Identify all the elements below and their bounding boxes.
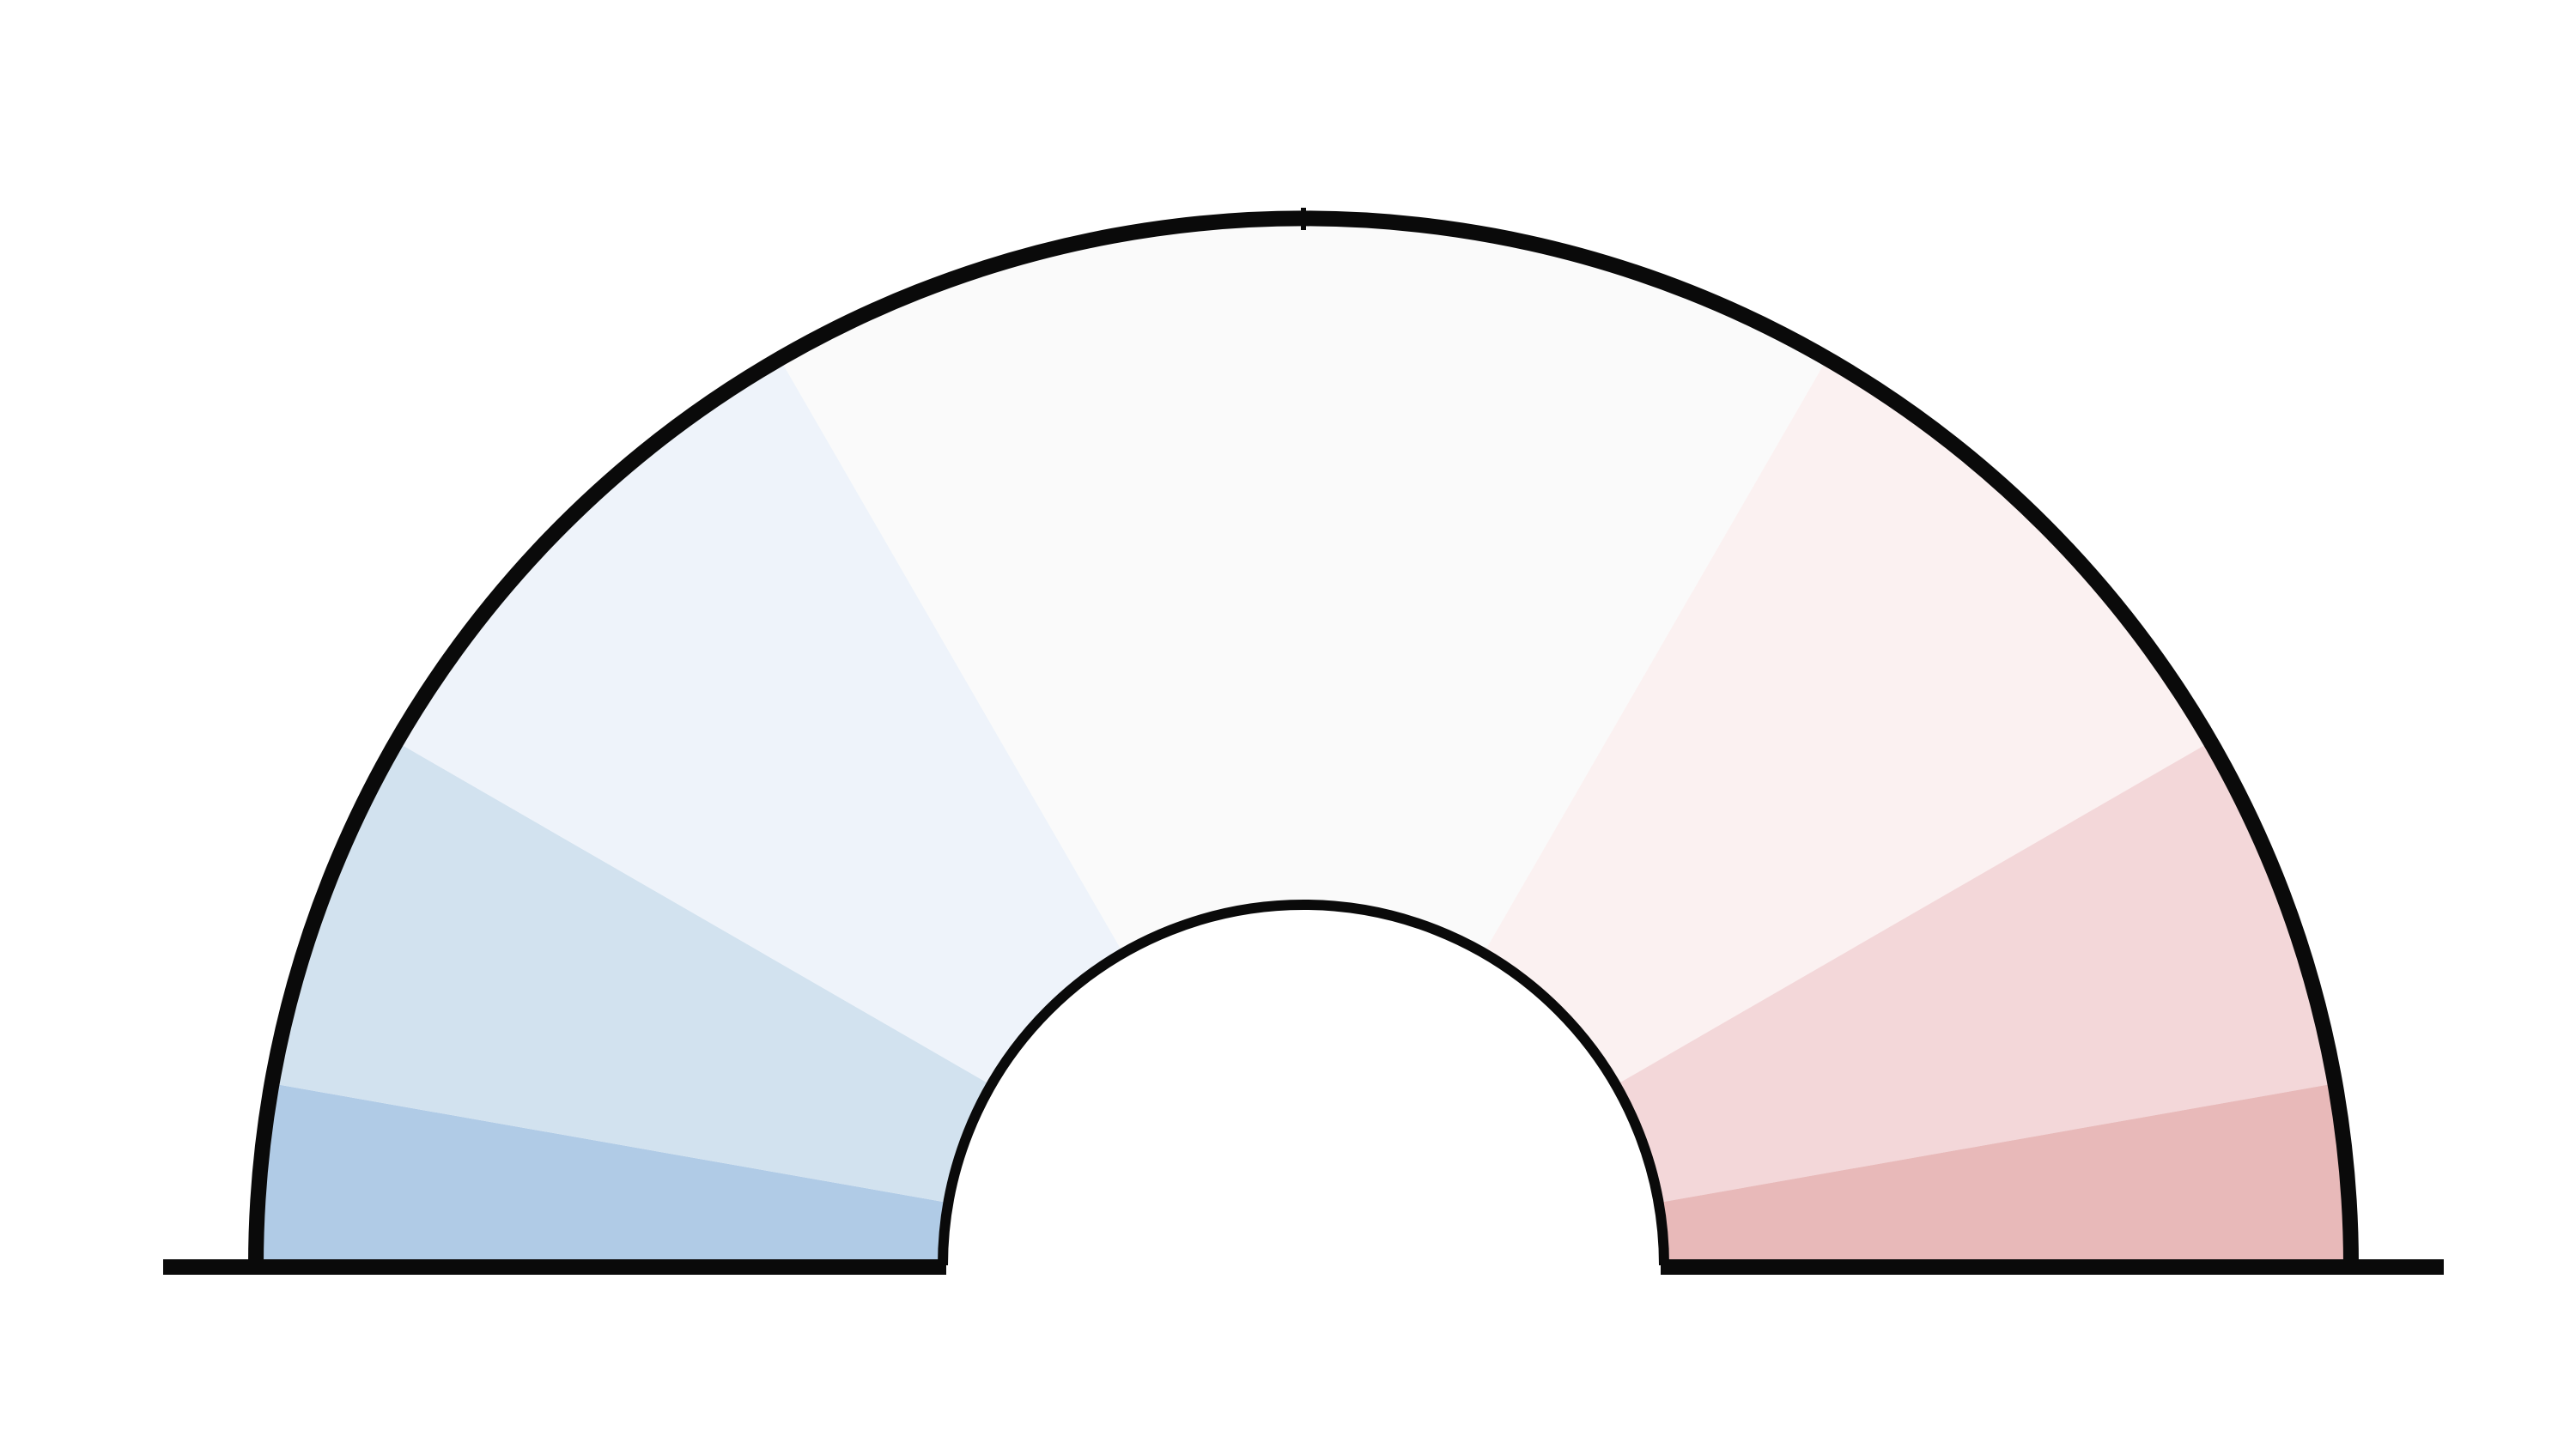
gauge-segment-2: [271, 742, 992, 1203]
gauge-segment-7: [1658, 1083, 2351, 1265]
gauge-segment-3: [396, 358, 1124, 1086]
gauge-segment-1: [256, 1083, 949, 1265]
gauge-segment-5: [1484, 358, 2211, 1086]
gauge-segment-4: [780, 217, 1827, 954]
gauge-outline: [163, 208, 2444, 1275]
gauge-segments: [256, 217, 2351, 1265]
inner-arc: [938, 900, 1669, 1266]
gauge-segment-6: [1615, 742, 2336, 1203]
